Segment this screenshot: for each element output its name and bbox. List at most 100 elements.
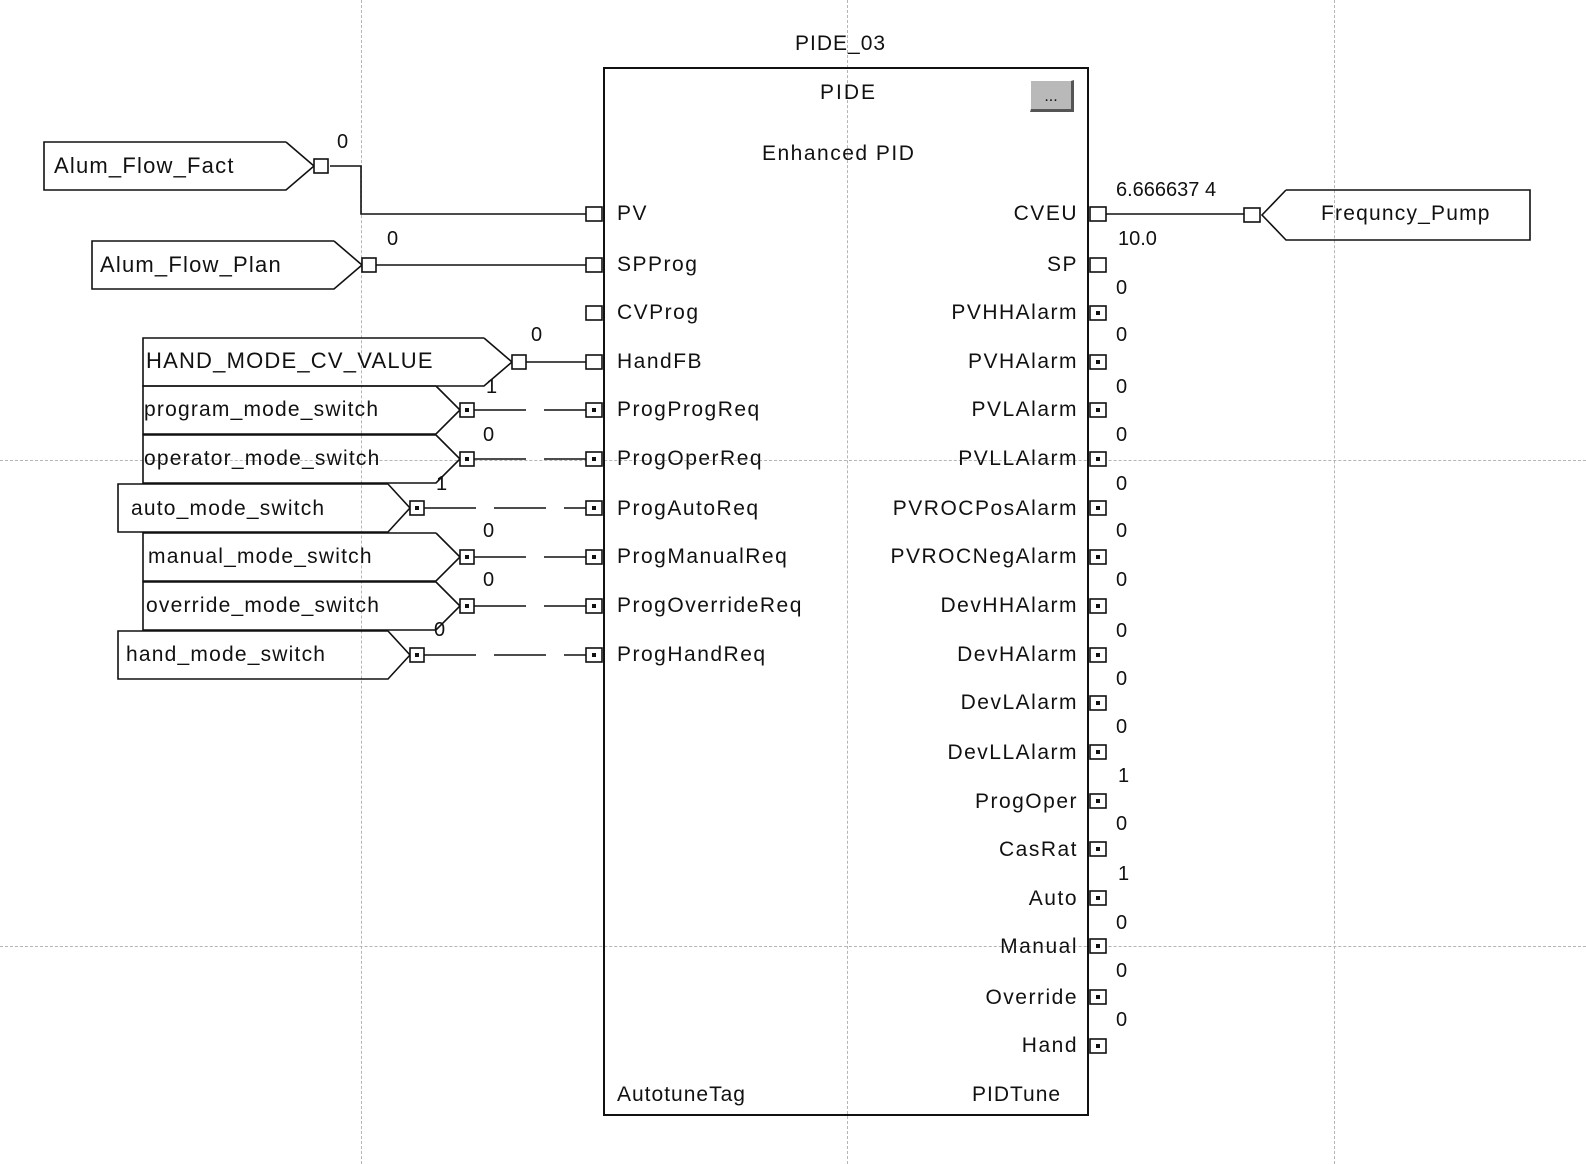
input-tag-alum-flow-fact[interactable]: Alum_Flow_Fact	[54, 153, 235, 178]
pin-casrat[interactable]: CasRat	[998, 838, 1078, 861]
input-pin-connector	[585, 354, 603, 370]
tag-pin-dot	[465, 457, 469, 461]
pidtune-label[interactable]: PIDTune	[972, 1083, 1062, 1106]
pin-progoperreq[interactable]: ProgOperReq	[617, 447, 764, 470]
input-pin-dot	[592, 408, 596, 412]
input-value-auto-mode-switch: 1	[436, 473, 448, 495]
input-tag-auto-mode-switch[interactable]: auto_mode_switch	[131, 497, 326, 520]
pin-hand[interactable]: Hand	[1021, 1034, 1078, 1057]
pin-override[interactable]: Override	[985, 986, 1078, 1009]
tag-pin-connector	[511, 354, 527, 370]
pin-handfb[interactable]: HandFB	[617, 350, 704, 373]
input-value-override-mode-switch: 0	[483, 569, 495, 591]
input-pin-connector	[585, 257, 603, 273]
pin-progoper[interactable]: ProgOper	[974, 790, 1078, 813]
value-pvrocposalarm: 0	[1116, 473, 1128, 495]
pin-auto[interactable]: Auto	[1028, 887, 1078, 910]
pin-proghandreq[interactable]: ProgHandReq	[617, 643, 767, 666]
value-pvllalarm: 0	[1116, 424, 1128, 446]
output-pin-dot	[1096, 896, 1100, 900]
tag-pin-dot	[415, 653, 419, 657]
output-pin-connector	[1089, 206, 1107, 222]
pin-pv[interactable]: PV	[617, 202, 649, 225]
input-tag-hand-mode-switch[interactable]: hand_mode_switch	[126, 643, 327, 666]
value-pvlalarm: 0	[1116, 376, 1128, 398]
pin-pvllalarm[interactable]: PVLLAlarm	[958, 447, 1078, 470]
value-cveu: 6.666637 4	[1116, 179, 1217, 201]
input-tag-override-mode-switch[interactable]: override_mode_switch	[146, 594, 381, 617]
input-tag-outline	[117, 630, 412, 680]
pin-pvhalarm[interactable]: PVHAlarm	[967, 350, 1078, 373]
input-tag-program-mode-switch[interactable]: program_mode_switch	[144, 398, 380, 421]
pin-devhalarm[interactable]: DevHAlarm	[957, 643, 1078, 666]
sheet-grid-line	[0, 460, 1586, 461]
pin-progoverridereq[interactable]: ProgOverrideReq	[617, 594, 803, 617]
value-manual: 0	[1116, 912, 1128, 934]
input-tag-outline	[142, 581, 462, 631]
input-tag-outline	[117, 483, 412, 533]
output-tag-outline	[1260, 189, 1531, 241]
input-value-manual-mode-switch: 0	[483, 520, 495, 542]
pin-pvrocposalarm[interactable]: PVROCPosAlarm	[892, 497, 1078, 520]
block-properties-button[interactable]: ...	[1030, 80, 1074, 112]
output-pin-connector	[1089, 257, 1107, 273]
input-pin-dot	[592, 457, 596, 461]
pin-pvrocnegalarm[interactable]: PVROCNegAlarm	[890, 545, 1078, 568]
output-pin-dot	[1096, 457, 1100, 461]
tag-pin-connector	[313, 158, 329, 174]
block-tag-name[interactable]: PIDE_03	[795, 32, 887, 55]
output-pin-dot	[1096, 944, 1100, 948]
pin-progautoreq[interactable]: ProgAutoReq	[617, 497, 760, 520]
output-pin-dot	[1096, 555, 1100, 559]
pin-pvhhalarm[interactable]: PVHHAlarm	[951, 301, 1078, 324]
value-pvhhalarm: 0	[1116, 277, 1128, 299]
input-tag-alum-flow-plan[interactable]: Alum_Flow_Plan	[100, 252, 282, 277]
value-devllalarm: 0	[1116, 716, 1128, 738]
pin-manual[interactable]: Manual	[1000, 935, 1078, 958]
output-pin-dot	[1096, 799, 1100, 803]
value-pvhalarm: 0	[1116, 324, 1128, 346]
pin-cvprog[interactable]: CVProg	[617, 301, 700, 324]
input-tag-manual-mode-switch[interactable]: manual_mode_switch	[148, 545, 373, 568]
input-pin-dot	[592, 653, 596, 657]
input-tag-outline	[43, 141, 316, 191]
pin-devllalarm[interactable]: DevLLAlarm	[947, 741, 1078, 764]
pin-spprog[interactable]: SPProg	[617, 253, 699, 276]
pin-progmanualreq[interactable]: ProgManualReq	[617, 545, 789, 568]
output-pin-dot	[1096, 506, 1100, 510]
output-pin-dot	[1096, 408, 1100, 412]
output-pin-dot	[1096, 995, 1100, 999]
block-type: PIDE	[820, 81, 878, 104]
pin-progprogreq[interactable]: ProgProgReq	[617, 398, 761, 421]
sheet-grid-line	[847, 0, 848, 1164]
output-tag-frequncy-pump[interactable]: Frequncy_Pump	[1321, 202, 1491, 225]
input-value-hand-mode-cv-value: 0	[531, 324, 543, 346]
tag-pin-connector	[361, 257, 377, 273]
pin-devhhalarm[interactable]: DevHHAlarm	[940, 594, 1078, 617]
input-value-operator-mode-switch: 0	[483, 424, 495, 446]
value-pvrocnegalarm: 0	[1116, 520, 1128, 542]
output-pin-dot	[1096, 750, 1100, 754]
output-pin-dot	[1096, 1044, 1100, 1048]
output-pin-dot	[1096, 604, 1100, 608]
input-tag-hand-mode-cv-value[interactable]: HAND_MODE_CV_VALUE	[146, 348, 434, 373]
tag-pin-dot	[465, 408, 469, 412]
tag-pin-dot	[465, 604, 469, 608]
output-pin-dot	[1096, 360, 1100, 364]
pin-sp[interactable]: SP	[1046, 253, 1078, 276]
value-auto: 1	[1118, 863, 1130, 885]
pin-cveu[interactable]: CVEU	[1013, 202, 1078, 225]
autotune-tag-label[interactable]: AutotuneTag	[617, 1083, 746, 1106]
input-pin-connector	[585, 206, 603, 222]
value-override: 0	[1116, 960, 1128, 982]
sheet-grid-line	[0, 946, 1586, 947]
input-tag-outline	[91, 240, 364, 290]
input-value-program-mode-switch: 1	[486, 376, 498, 398]
output-pin-dot	[1096, 311, 1100, 315]
input-tag-operator-mode-switch[interactable]: operator_mode_switch	[144, 447, 381, 470]
pin-pvlalarm[interactable]: PVLAlarm	[971, 398, 1078, 421]
pin-devlalarm[interactable]: DevLAlarm	[960, 691, 1078, 714]
value-progoper: 1	[1118, 765, 1130, 787]
